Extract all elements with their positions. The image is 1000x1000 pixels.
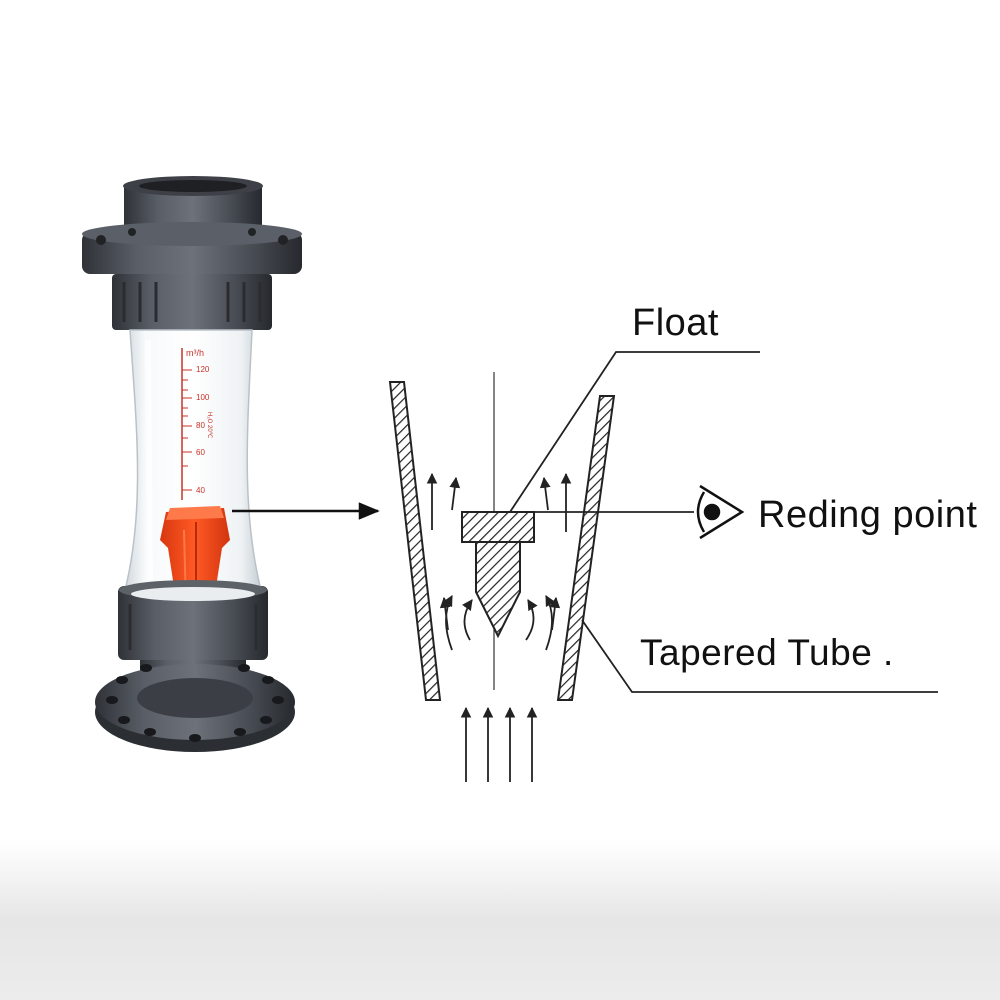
tapered-tube-label: Tapered Tube . — [640, 632, 894, 673]
flow-arrows — [426, 472, 572, 651]
scale-side-text: H₂O 20℃ — [206, 412, 212, 439]
inflow-arrows — [460, 706, 538, 782]
schematic — [388, 351, 938, 782]
scale-tick-120: 120 — [196, 365, 210, 374]
tube-leader — [581, 619, 938, 693]
scale-tick-60: 60 — [196, 448, 205, 457]
flow-scale: m³/h 120 100 80 60 40 H₂O 20℃ — [181, 348, 212, 500]
flowmeter-photo: m³/h 120 100 80 60 40 H₂O 20℃ — [82, 176, 302, 752]
bottom-union-nut — [118, 580, 268, 660]
tube-wall-right — [556, 395, 616, 701]
eye-icon — [696, 484, 745, 540]
top-socket — [123, 176, 263, 232]
scale-unit: m³/h — [186, 348, 204, 358]
top-union-nut — [112, 274, 272, 330]
scale-tick-40: 40 — [196, 486, 205, 495]
top-flange — [82, 222, 302, 274]
tube-wall-left — [388, 381, 442, 701]
float-label: Float — [632, 302, 719, 344]
reading-point-label: Reding point — [758, 494, 978, 536]
scale-tick-80: 80 — [196, 421, 205, 430]
float-diagram — [461, 511, 535, 639]
bottom-flange — [95, 664, 295, 752]
float-leader — [509, 351, 760, 513]
scale-tick-100: 100 — [196, 393, 210, 402]
